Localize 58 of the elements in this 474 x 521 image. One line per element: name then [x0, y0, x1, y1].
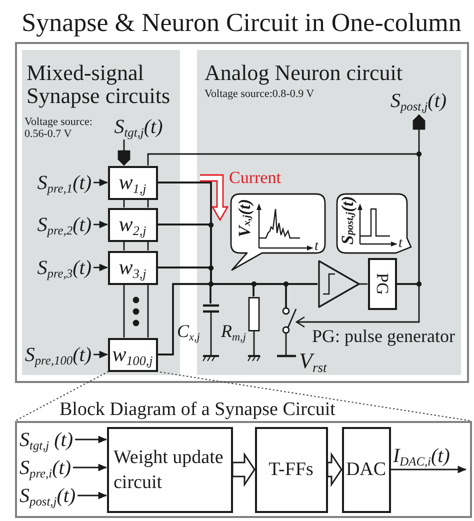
wire	[123, 242, 125, 250]
arrow	[78, 492, 107, 500]
voltage-note: Voltage source:0.8-0.9 V	[204, 88, 314, 100]
axis-label: t	[398, 236, 402, 250]
signal-label: S$_{pre,1}$(t)	[37, 170, 92, 196]
pulse-generator-box: PG	[368, 258, 396, 310]
wire	[358, 283, 368, 285]
component-label: R$_{m,j}$	[221, 320, 246, 344]
abbreviation-note: PG: pulse generator	[312, 326, 455, 346]
signal-label: S$_{pre,i}$(t)	[20, 456, 71, 480]
wire	[147, 242, 149, 250]
block: T-FFs	[254, 426, 328, 512]
block: DAC	[342, 426, 390, 512]
component-label: V$_{rst}$	[299, 347, 327, 375]
speech-bubble	[336, 192, 412, 254]
wire	[147, 284, 149, 338]
wire	[123, 200, 125, 208]
signal-label: S$_{pre,2}$(t)	[37, 212, 92, 238]
weight-box: w$_{3,j}$	[108, 250, 158, 284]
voltage-note: Voltage source: 0.56-0.7 V	[24, 116, 94, 140]
block-arrow	[326, 452, 342, 487]
capacitor-symbol	[202, 304, 218, 362]
arrow	[94, 178, 108, 186]
axis-label: t	[314, 238, 318, 254]
weight-box: w$_{100,j}$	[108, 338, 158, 372]
weight-box: w$_{1,j}$	[108, 166, 158, 200]
synapse-panel	[22, 50, 180, 374]
arrow	[296, 283, 420, 328]
block-arrow	[232, 452, 256, 487]
section-title: Block Diagram of a Synapse Circuit	[60, 400, 336, 418]
signal-label: S$_{post,j}$(t)	[390, 88, 447, 114]
component-label: C$_{x,j}$	[177, 320, 200, 344]
comparator-triangle	[318, 260, 360, 308]
arrow	[94, 264, 108, 272]
zoom-line	[156, 370, 472, 422]
arrow	[390, 466, 466, 474]
signal-label: S$_{pre,3}$(t)	[37, 254, 92, 280]
arrow	[94, 350, 108, 358]
block: Weight update circuit	[106, 426, 232, 512]
section-title: Synapse & Neuron Circuit in One-column	[20, 6, 462, 39]
speech-bubble	[228, 192, 326, 272]
arrow	[94, 220, 108, 228]
wire	[123, 284, 125, 338]
weight-box: w$_{2,j}$	[108, 208, 158, 242]
arrow	[75, 436, 107, 444]
wire	[158, 283, 287, 356]
signal-label: S$_{tgt,j}$ (t)	[20, 428, 74, 452]
zoom-line	[14, 371, 109, 422]
switch-symbol	[276, 308, 296, 358]
flow-label: Current	[229, 168, 281, 188]
arrow	[73, 464, 107, 472]
panel-heading: Analog Neuron circuit	[204, 60, 402, 84]
wire	[147, 200, 149, 208]
signal-label: S$_{post,j}$(t)	[20, 484, 76, 508]
signal-label: S$_{tgt,j}$(t)	[114, 114, 163, 140]
resistor-symbol	[248, 296, 260, 362]
panel-heading: Mixed-signal Synapse circuits	[26, 60, 172, 106]
signal-label: S$_{pre,100}$(t)	[24, 342, 92, 368]
